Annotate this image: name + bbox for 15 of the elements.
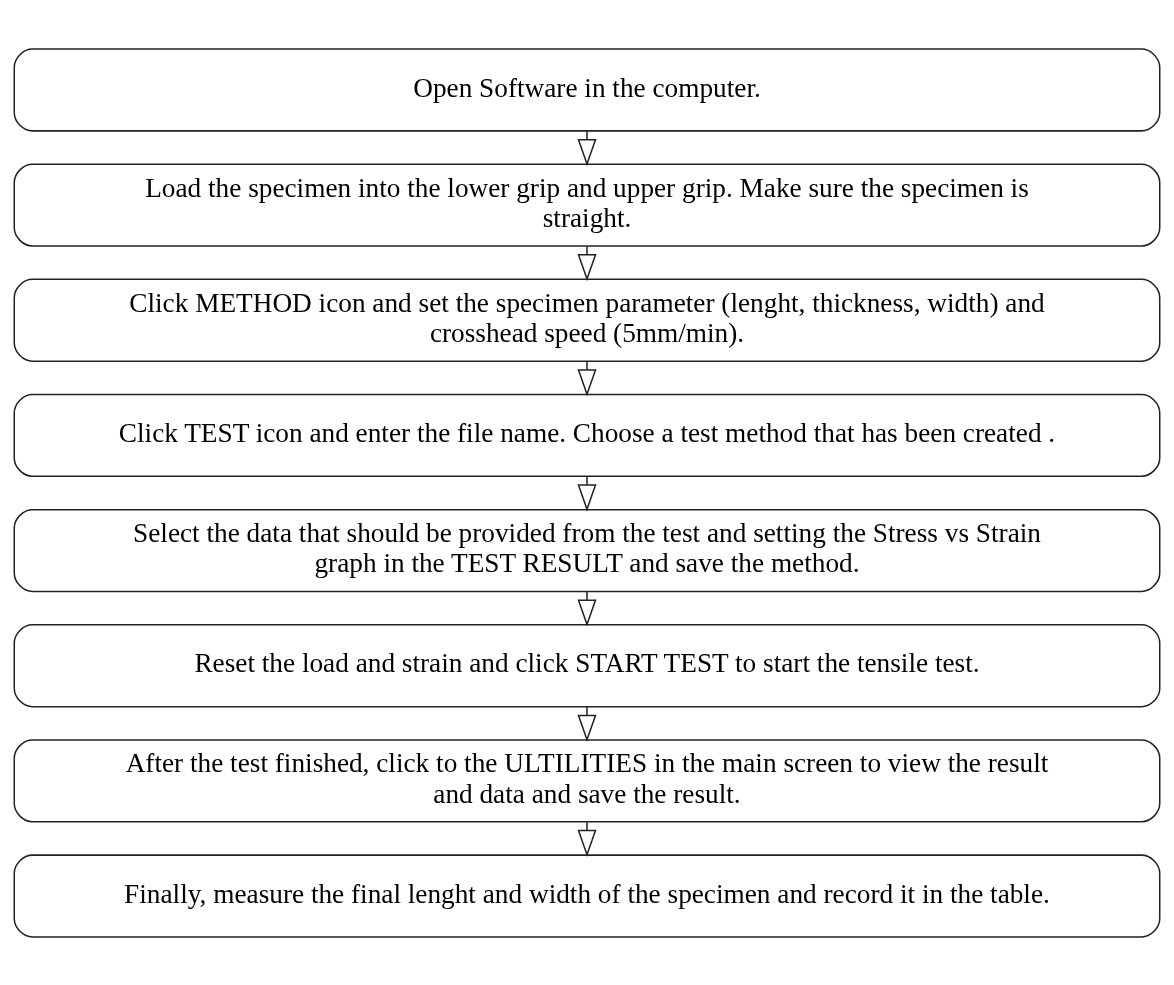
node-box: Finally, measure the final lenght and width of the specimen and record it in the table. — [13, 853, 1161, 938]
arrow — [577, 590, 597, 627]
node-box: Click TEST icon and enter the file name. Choose a test method that has been created . — [13, 393, 1161, 477]
arrow — [577, 475, 597, 512]
node-box: Click METHOD icon and set the specimen parameter (lenght, thickness, width) and crosshead speed (5mm/min). — [13, 278, 1161, 362]
arrow — [577, 821, 597, 857]
arrow — [577, 245, 597, 281]
arrow — [577, 360, 597, 396]
arrow — [577, 130, 597, 166]
node-box: Select the data that should be provided from the test and setting the Stress vs Strain graph in the TEST RESULT and save the method. — [13, 508, 1161, 592]
node-box: Load the specimen into the lower grip and upper grip. Make sure the specimen is straight. — [13, 162, 1161, 247]
node-box: Reset the load and strain and click START TEST to start the tensile test. — [13, 623, 1161, 707]
node-box: Open Software in the computer. — [13, 47, 1161, 132]
arrow — [577, 705, 597, 742]
node-box: After the test finished, click to the ULTILITIES in the main screen to view the result and data and save the result. — [13, 738, 1161, 823]
